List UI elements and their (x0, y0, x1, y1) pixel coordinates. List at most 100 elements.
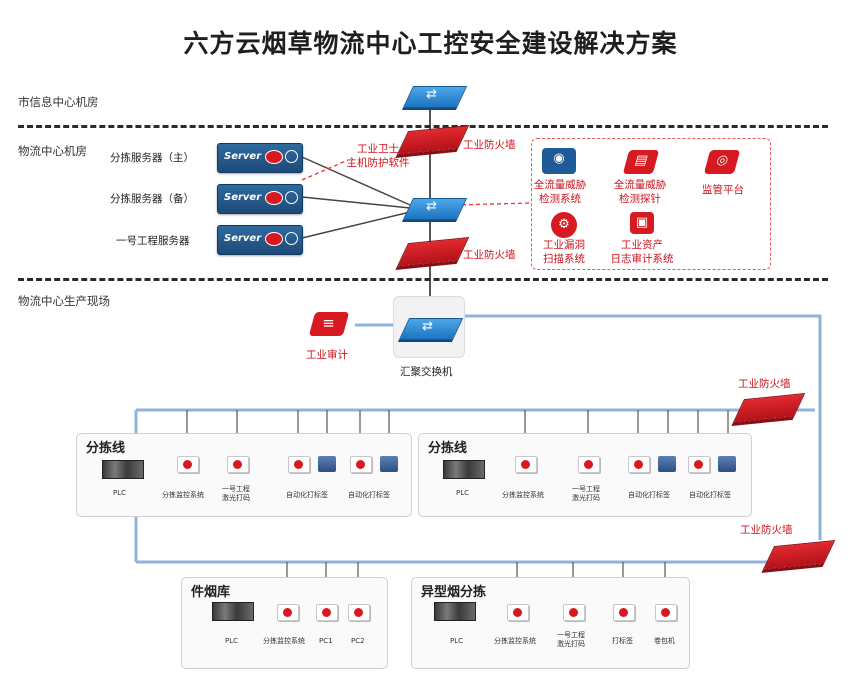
label-line: 激光打码 (222, 494, 250, 502)
device-icon (507, 604, 529, 621)
plc-label: PLC (113, 489, 127, 497)
label-line: 工业漏洞 (543, 239, 585, 251)
panel-odd-sorting-title: 异型烟分拣 (421, 585, 487, 600)
device-icon (613, 604, 635, 621)
pc1-label: PC1 (319, 637, 333, 645)
plc-label: PLC (450, 637, 464, 645)
labeler-label: 自动化打标签 (348, 491, 390, 499)
server-main: Server (217, 143, 303, 173)
printer-icon (658, 456, 676, 472)
center-switch-icon (402, 198, 468, 220)
monitor-label: 分拣监控系统 (494, 637, 536, 645)
vuln-scan-icon: ⚙ (551, 212, 577, 238)
plc-icon (102, 460, 144, 479)
zone-center-label: 物流中心机房 (18, 144, 87, 158)
server-text: Server (224, 233, 262, 244)
panel-warehouse-title: 件烟库 (191, 585, 231, 600)
server-main-label: 分拣服务器（主） (110, 152, 194, 164)
label-line: 检测探针 (619, 193, 661, 205)
project-label: 一号工程 激光打码 (222, 485, 250, 503)
plc-icon (212, 602, 254, 621)
label-line: 扫描系统 (543, 253, 585, 265)
device-icon (688, 456, 710, 473)
label-line: 一号工程 (222, 485, 250, 493)
server-text: Server (224, 151, 262, 162)
power-icon (285, 150, 298, 163)
industrial-audit-icon (308, 312, 350, 336)
device-icon (316, 604, 338, 621)
zone-city-label: 市信息中心机房 (18, 95, 99, 109)
label-line: 检测系统 (539, 193, 581, 205)
server-project-label: 一号工程服务器 (116, 235, 190, 247)
pc2-label: PC2 (351, 637, 365, 645)
project-label: 一号工程 激光打码 (557, 631, 585, 649)
city-switch-icon (402, 86, 468, 108)
supervision-platform-label: 监管平台 (702, 184, 744, 196)
label-line: 全流量威胁 (533, 179, 587, 191)
aggregation-switch-label: 汇聚交换机 (400, 366, 453, 378)
labeler-label: 打标签 (612, 637, 633, 645)
host-protect-line1: 工业卫士 (357, 143, 399, 155)
threat-detection-icon: ◉ (542, 148, 576, 174)
label-line: 一号工程 (572, 485, 600, 493)
panel-warehouse (181, 577, 388, 669)
device-icon (628, 456, 650, 473)
panel-sorting-line-1-title: 分拣线 (86, 441, 126, 456)
panel-odd-sorting (411, 577, 690, 669)
asset-log-audit-icon: ▣ (630, 212, 654, 234)
labeler-label: 自动化打标签 (628, 491, 670, 499)
plc-label: PLC (225, 637, 239, 645)
aggregation-switch-icon (398, 318, 464, 340)
device-icon (348, 604, 370, 621)
monitor-label: 分拣监控系统 (502, 491, 544, 499)
printer-icon (318, 456, 336, 472)
server-text: Server (224, 192, 262, 203)
printer-icon (718, 456, 736, 472)
firewall-prod1-label: 工业防火墙 (738, 378, 791, 390)
monitor-label: 分拣监控系统 (162, 491, 204, 499)
supervision-platform-icon: ◎ (703, 150, 741, 174)
device-icon (350, 456, 372, 473)
device-icon (227, 456, 249, 473)
device-icon (515, 456, 537, 473)
threat-detection-label: 全流量威胁 检测系统 (528, 178, 592, 206)
firewall-prod2-label: 工业防火墙 (740, 524, 793, 536)
label-line: 激光打码 (557, 640, 585, 648)
project-label: 一号工程 激光打码 (572, 485, 600, 503)
device-icon (277, 604, 299, 621)
host-protect-line2: 主机防护软件 (346, 157, 410, 169)
threat-probe-icon: ▤ (622, 150, 660, 174)
threat-probe-label: 全流量威胁 检测探针 (608, 178, 672, 206)
packer-label: 卷包机 (654, 637, 675, 645)
label-line: 激光打码 (572, 494, 600, 502)
printer-icon (380, 456, 398, 472)
device-icon (563, 604, 585, 621)
eye-icon (265, 150, 283, 164)
zone-divider-1 (18, 125, 828, 128)
eye-icon (265, 191, 283, 205)
eye-icon (265, 232, 283, 246)
labeler-label: 自动化打标签 (689, 491, 731, 499)
server-project: Server (217, 225, 303, 255)
asset-log-audit-label: 工业资产 日志审计系统 (604, 238, 680, 266)
vuln-scan-label: 工业漏洞 扫描系统 (532, 238, 596, 266)
power-icon (285, 232, 298, 245)
device-icon (655, 604, 677, 621)
label-line: 一号工程 (557, 631, 585, 639)
plc-icon (434, 602, 476, 621)
plc-icon (443, 460, 485, 479)
zone-production-label: 物流中心生产现场 (18, 294, 110, 308)
device-icon (578, 456, 600, 473)
page-title: 六方云烟草物流中心工控安全建设解决方案 (183, 29, 678, 58)
monitor-label: 分拣监控系统 (263, 637, 305, 645)
industrial-audit-label: 工业审计 (306, 349, 348, 361)
device-icon (288, 456, 310, 473)
label-line: 日志审计系统 (610, 253, 674, 265)
power-icon (285, 191, 298, 204)
server-backup: Server (217, 184, 303, 214)
server-backup-label: 分拣服务器（备） (110, 193, 194, 205)
labeler-label: 自动化打标签 (286, 491, 328, 499)
zone-divider-2 (18, 278, 828, 281)
label-line: 全流量威胁 (613, 179, 667, 191)
label-line: 工业资产 (621, 239, 663, 251)
